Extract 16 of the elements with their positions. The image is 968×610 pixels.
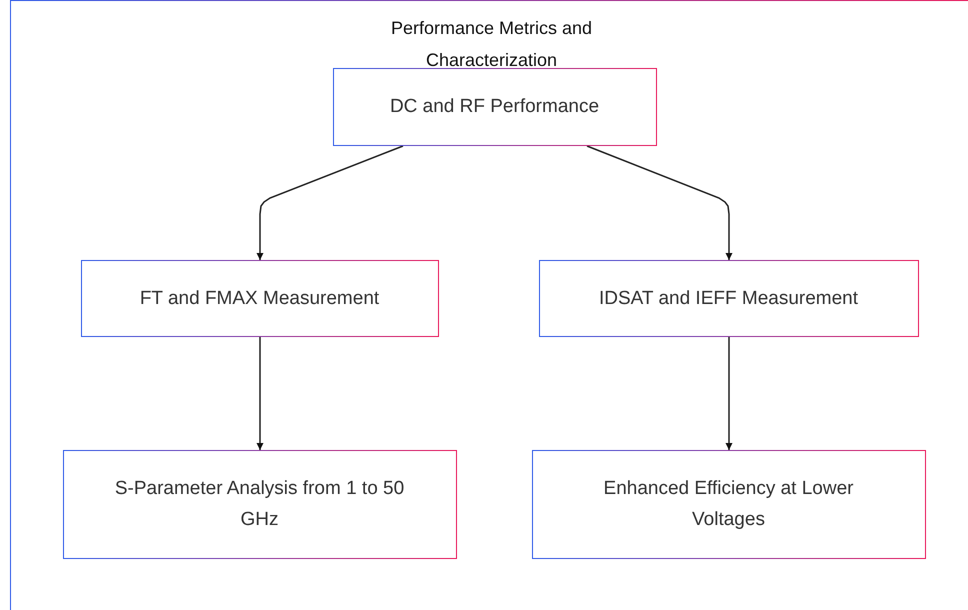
- arrow: [725, 336, 732, 450]
- process-box: [532, 450, 926, 558]
- box-label: S-Parameter Analysis from 1 to 50 GHz: [114, 477, 404, 532]
- container-label: Performance Metrics and Characterization: [390, 17, 594, 72]
- box-label: Enhanced Efficiency at Lower Voltages: [602, 477, 854, 532]
- process-box: [332, 68, 656, 146]
- box-label: DC and RF Performance: [390, 95, 600, 119]
- arrow: [586, 144, 732, 260]
- process-box: [538, 260, 918, 336]
- process-box: [62, 450, 456, 558]
- arrow: [256, 336, 263, 450]
- box-label: FT and FMAX Measurement: [140, 286, 380, 310]
- arrow: [256, 144, 403, 260]
- process-box: [80, 260, 438, 336]
- box-label: IDSAT and IEFF Measurement: [598, 286, 858, 310]
- container-box: [10, 0, 968, 610]
